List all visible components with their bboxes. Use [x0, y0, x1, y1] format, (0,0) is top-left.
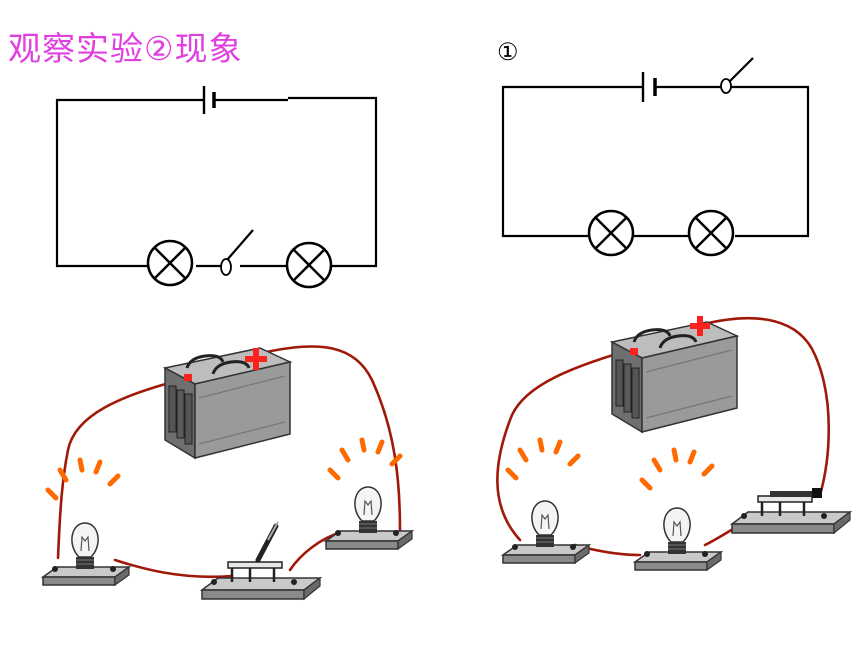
switch-pivot [220, 258, 232, 276]
switch-blade-closed [770, 491, 822, 497]
right-schematic [501, 57, 810, 257]
bulb-icon [502, 500, 590, 564]
minus-terminal [184, 374, 192, 381]
bulb-icon [634, 507, 722, 571]
battery-icon [163, 346, 292, 460]
switch-blade [226, 229, 254, 261]
battery-icon [610, 320, 739, 434]
knife-switch-icon [730, 494, 852, 535]
wire [698, 317, 830, 497]
knife-switch-icon [200, 560, 322, 601]
left-schematic [55, 86, 378, 289]
circuit-label-1: ① [497, 38, 519, 66]
switch-blade [728, 57, 754, 83]
plus-terminal-icon [245, 348, 267, 370]
plus-terminal-icon [690, 316, 710, 336]
glow-icon [642, 450, 712, 488]
glow-icon [330, 440, 400, 478]
wire [496, 348, 632, 542]
page-title: 观察实验②现象 [8, 29, 243, 68]
glow-icon [508, 440, 578, 478]
lamp-icon [146, 239, 194, 287]
wire [113, 558, 234, 579]
switch-pivot [720, 78, 732, 94]
right-physical-circuit [496, 316, 852, 571]
lamp-icon [687, 209, 735, 257]
bulb-icon [42, 522, 130, 586]
lamp-icon [285, 241, 333, 289]
lamp-icon [587, 209, 635, 257]
wire [55, 98, 204, 268]
wire [56, 376, 190, 560]
minus-terminal [630, 348, 638, 355]
wire [260, 345, 402, 532]
left-physical-circuit [42, 345, 413, 601]
glow-icon [48, 460, 118, 498]
